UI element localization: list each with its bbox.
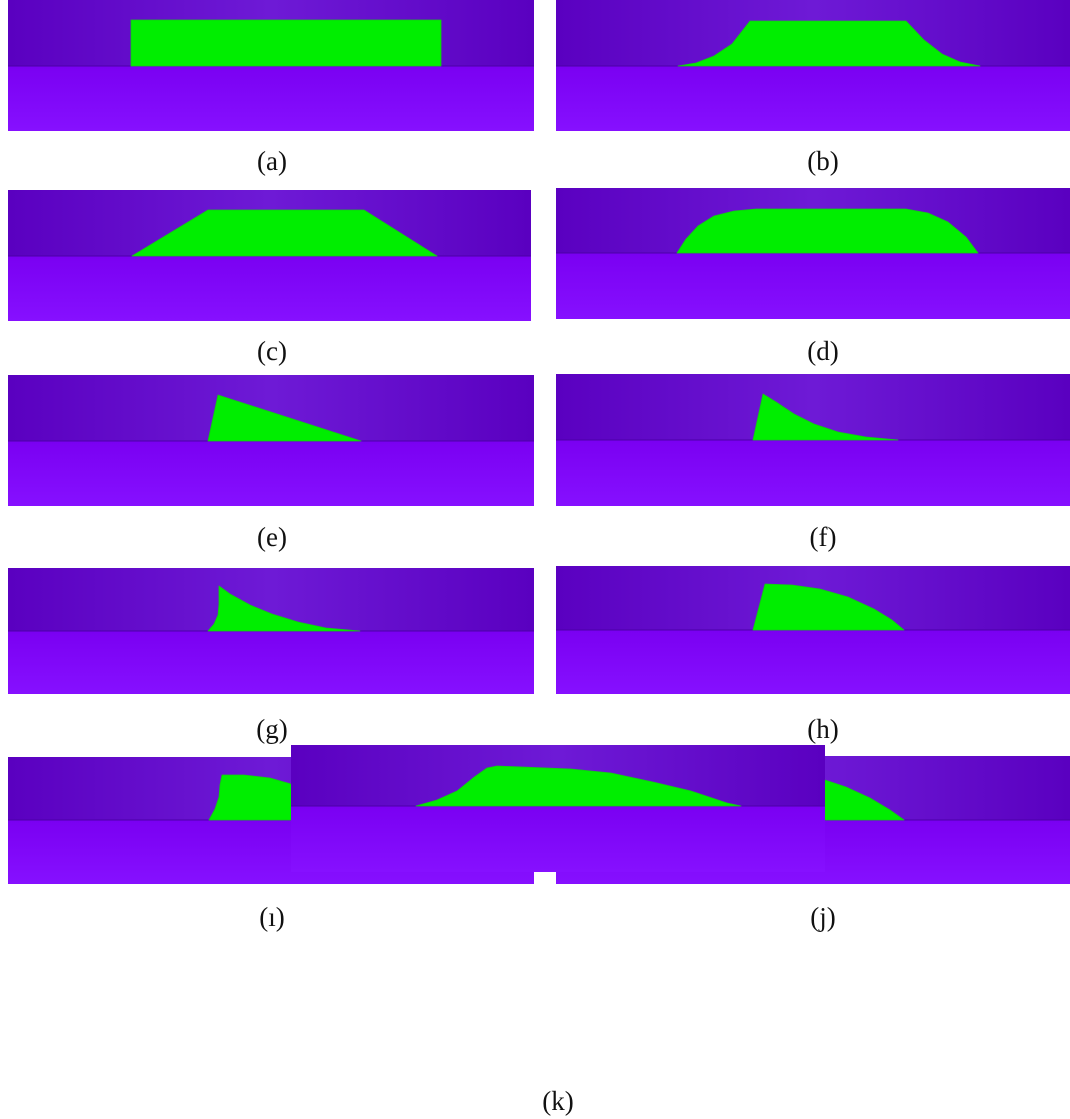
panel-k-caption: (k) xyxy=(542,1086,574,1116)
green-profile xyxy=(207,585,361,632)
green-profile xyxy=(131,209,438,257)
lower-region xyxy=(556,253,1070,319)
lower-region xyxy=(8,441,534,506)
panel-c-caption: (c) xyxy=(257,336,287,366)
panel-a xyxy=(8,0,534,131)
panel-b-caption: (b) xyxy=(807,146,839,176)
panel-g xyxy=(8,568,534,694)
green-profile xyxy=(752,393,899,441)
panel-d-caption: (d) xyxy=(807,336,839,366)
panel-i-caption: (ı) xyxy=(259,902,285,932)
lower-region xyxy=(8,66,534,131)
panel-c-render xyxy=(8,190,531,321)
green-profile xyxy=(207,394,362,442)
panel-f-caption: (f) xyxy=(809,522,837,552)
panel-b xyxy=(556,0,1070,131)
lower-region xyxy=(556,440,1070,506)
panel-e-caption: (e) xyxy=(257,522,287,552)
lower-region xyxy=(556,630,1070,694)
lower-region xyxy=(8,256,531,321)
panel-e-render xyxy=(8,375,534,506)
panel-e xyxy=(8,375,534,506)
panel-k-render xyxy=(291,745,825,872)
lower-region xyxy=(8,631,534,694)
green-profile xyxy=(752,583,905,631)
green-profile xyxy=(130,19,442,67)
panel-h xyxy=(556,566,1070,694)
panel-f-render xyxy=(556,374,1070,506)
panel-a-render xyxy=(8,0,534,131)
panel-d-render xyxy=(556,188,1070,319)
panel-f xyxy=(556,374,1070,506)
panel-g-caption: (g) xyxy=(256,714,288,744)
panel-h-caption: (h) xyxy=(807,714,839,744)
panel-k xyxy=(291,745,825,872)
panel-d xyxy=(556,188,1070,319)
panel-h-render xyxy=(556,566,1070,694)
panel-j-caption: (j) xyxy=(810,902,836,932)
green-profile xyxy=(677,20,981,67)
panel-a-caption: (a) xyxy=(257,146,287,176)
panel-c xyxy=(8,190,531,321)
lower-region xyxy=(291,806,825,872)
green-profile xyxy=(676,208,979,254)
panel-b-render xyxy=(556,0,1070,131)
lower-region xyxy=(556,66,1070,131)
panel-g-render xyxy=(8,568,534,694)
green-profile xyxy=(415,765,742,807)
